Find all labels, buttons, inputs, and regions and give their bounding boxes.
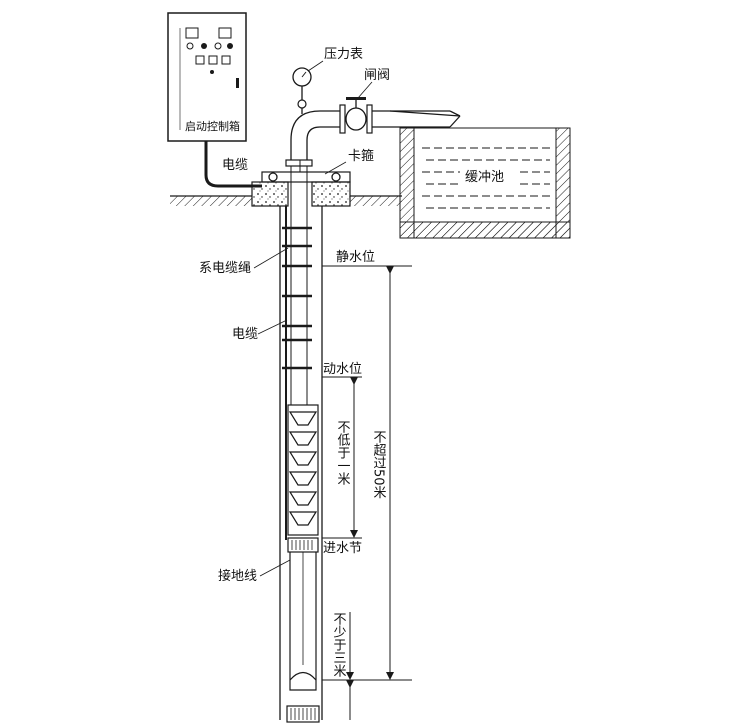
pressure-gauge-icon — [292, 67, 312, 114]
gate-valve-icon — [345, 97, 367, 131]
cable-tie-icon — [282, 226, 312, 370]
water-inlet-label: 进水节 — [323, 541, 362, 556]
pressure-gauge-label: 压力表 — [324, 47, 363, 62]
dynamic-water-level-label: 动水位 — [323, 362, 362, 377]
gate-valve-label: 闸阀 — [364, 68, 390, 83]
control-box-handle-icon — [236, 78, 239, 88]
control-box-label: 启动控制箱 — [185, 119, 240, 133]
control-box-switch-icon — [195, 55, 231, 74]
not-less-than-3m-label: 不少于三米 — [331, 612, 347, 677]
buffer-pool — [399, 127, 571, 239]
buffer-pool-label: 缓冲池 — [465, 170, 504, 185]
static-water-level-label: 静水位 — [336, 250, 375, 265]
well-casing — [279, 166, 323, 720]
cable-mid-label: 电缆 — [232, 326, 258, 342]
not-less-than-1m-label: 不低于一米 — [335, 420, 351, 485]
outlet-pipe — [285, 104, 461, 167]
not-exceed-50m-label: 不超过50米 — [371, 430, 387, 499]
control-box: 启动控制箱 — [167, 12, 247, 142]
well-foundation — [251, 171, 351, 207]
clamp-label: 卡箍 — [348, 148, 374, 164]
power-cable — [204, 141, 262, 188]
cable-top-label: 电缆 — [222, 157, 248, 173]
ground-wire-label: 接地线 — [218, 568, 257, 584]
control-box-indicator-icon — [186, 42, 233, 50]
control-box-meter-icon — [185, 27, 232, 39]
ground-surface — [170, 195, 402, 206]
submersible-pump — [286, 404, 320, 723]
clamp-bolt-icon — [268, 160, 341, 182]
cable-rope-label: 系电缆绳 — [199, 260, 251, 276]
